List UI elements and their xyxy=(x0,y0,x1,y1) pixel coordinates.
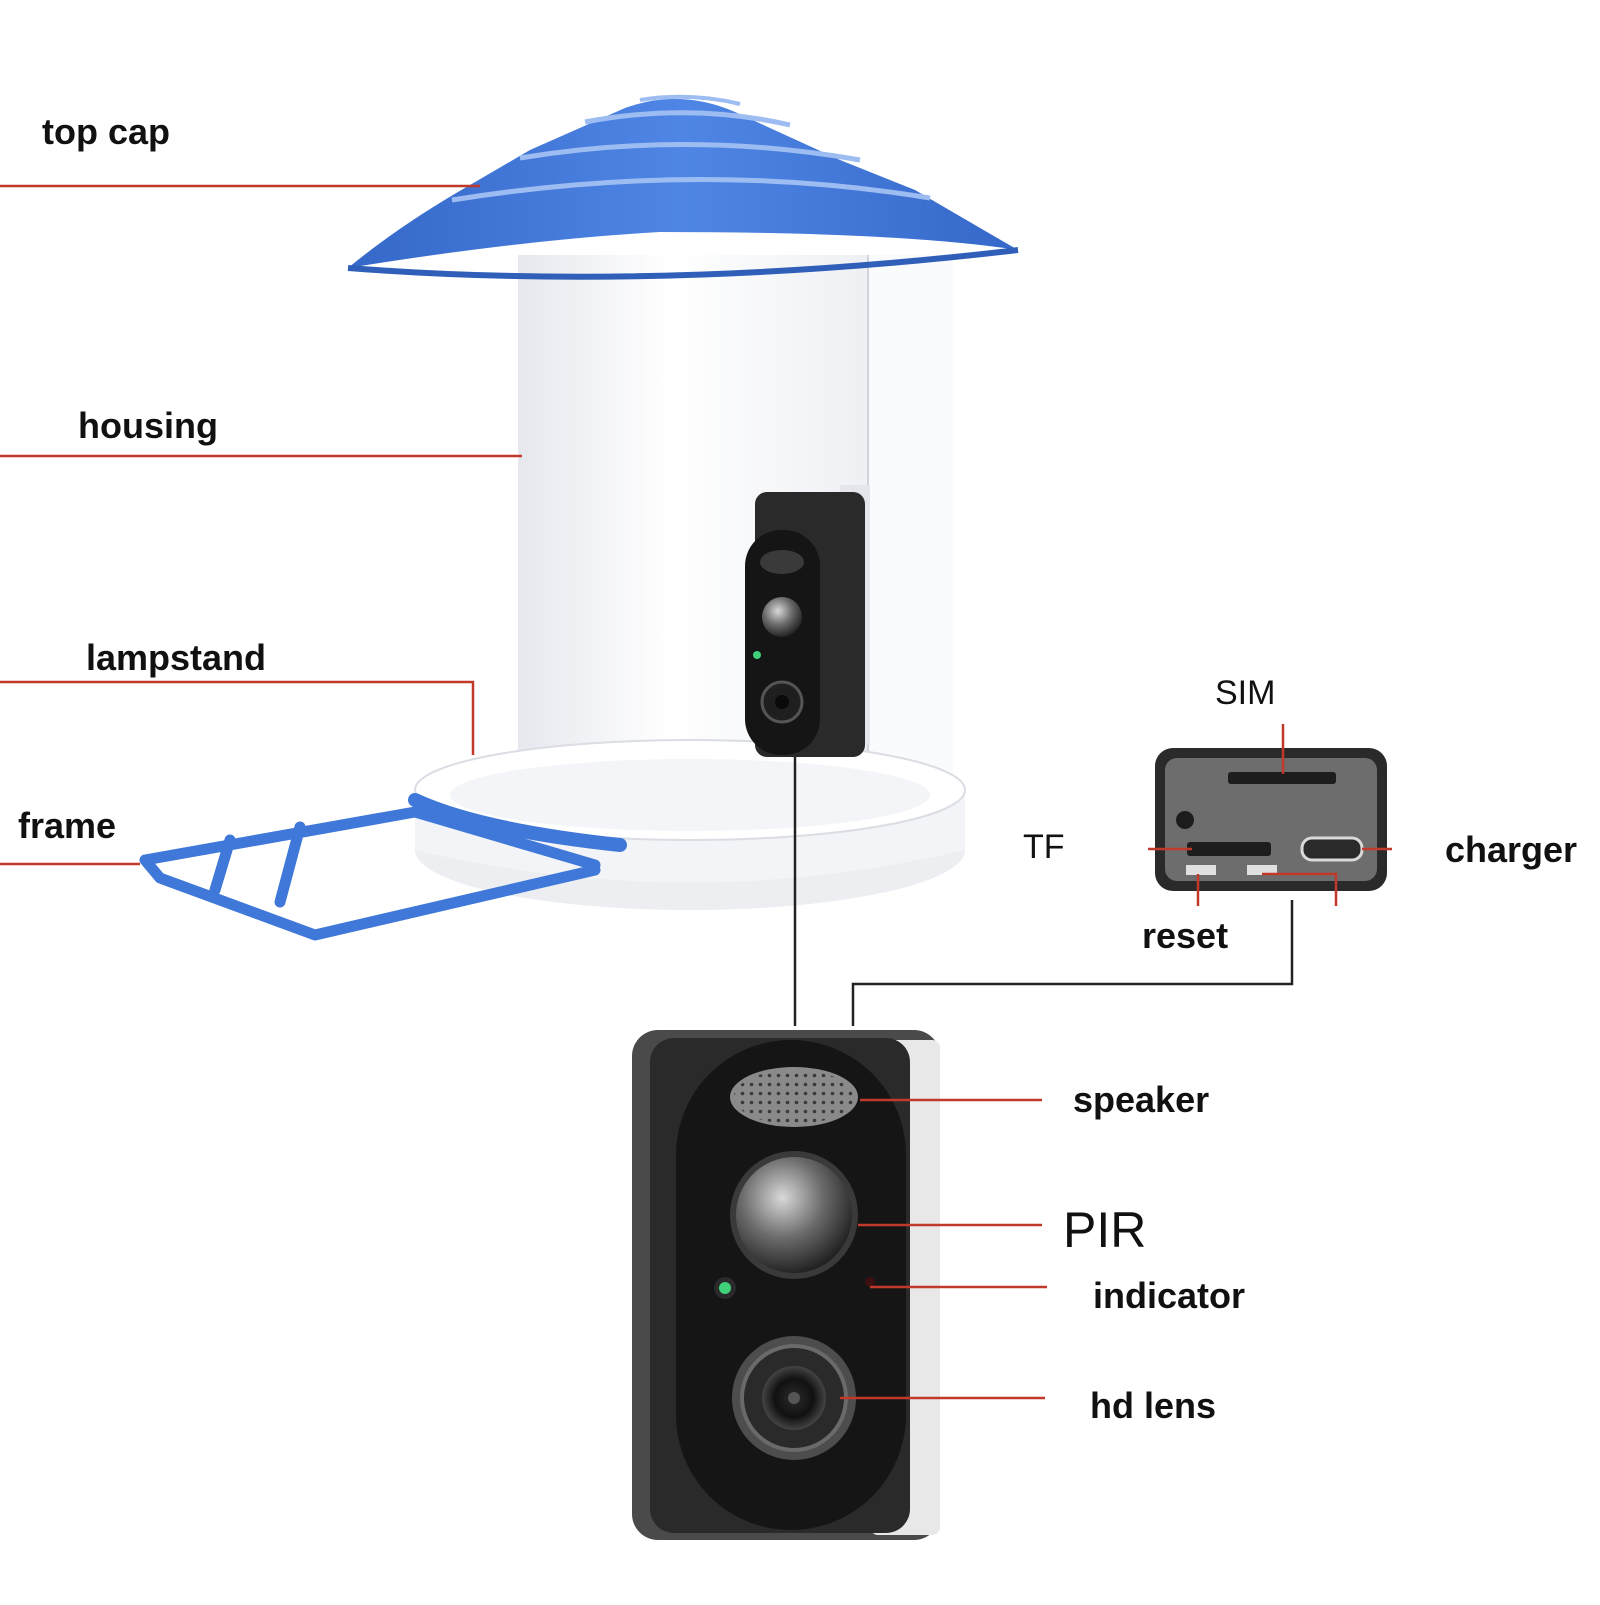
label-top-cap: top cap xyxy=(42,111,171,152)
label-lampstand: lampstand xyxy=(86,637,267,678)
large-camera xyxy=(632,1030,940,1540)
label-hd-lens: hd lens xyxy=(1090,1385,1217,1426)
frame-perch xyxy=(139,806,601,941)
lampstand-base xyxy=(408,739,966,910)
label-sim: SIM xyxy=(1215,674,1276,712)
label-reset: reset xyxy=(1142,915,1229,956)
top-cap xyxy=(347,94,1019,280)
port-panel xyxy=(1155,748,1387,891)
label-speaker: speaker xyxy=(1073,1079,1210,1120)
label-indicator: indicator xyxy=(1093,1275,1246,1316)
label-tf: TF xyxy=(1023,828,1065,866)
leader-lines xyxy=(0,184,1392,1400)
label-frame: frame xyxy=(18,805,117,846)
small-camera xyxy=(745,492,865,757)
label-pir: PIR xyxy=(1063,1202,1147,1258)
label-housing: housing xyxy=(78,405,218,446)
connector-lines xyxy=(793,757,1294,1026)
label-charger: charger xyxy=(1445,829,1578,870)
